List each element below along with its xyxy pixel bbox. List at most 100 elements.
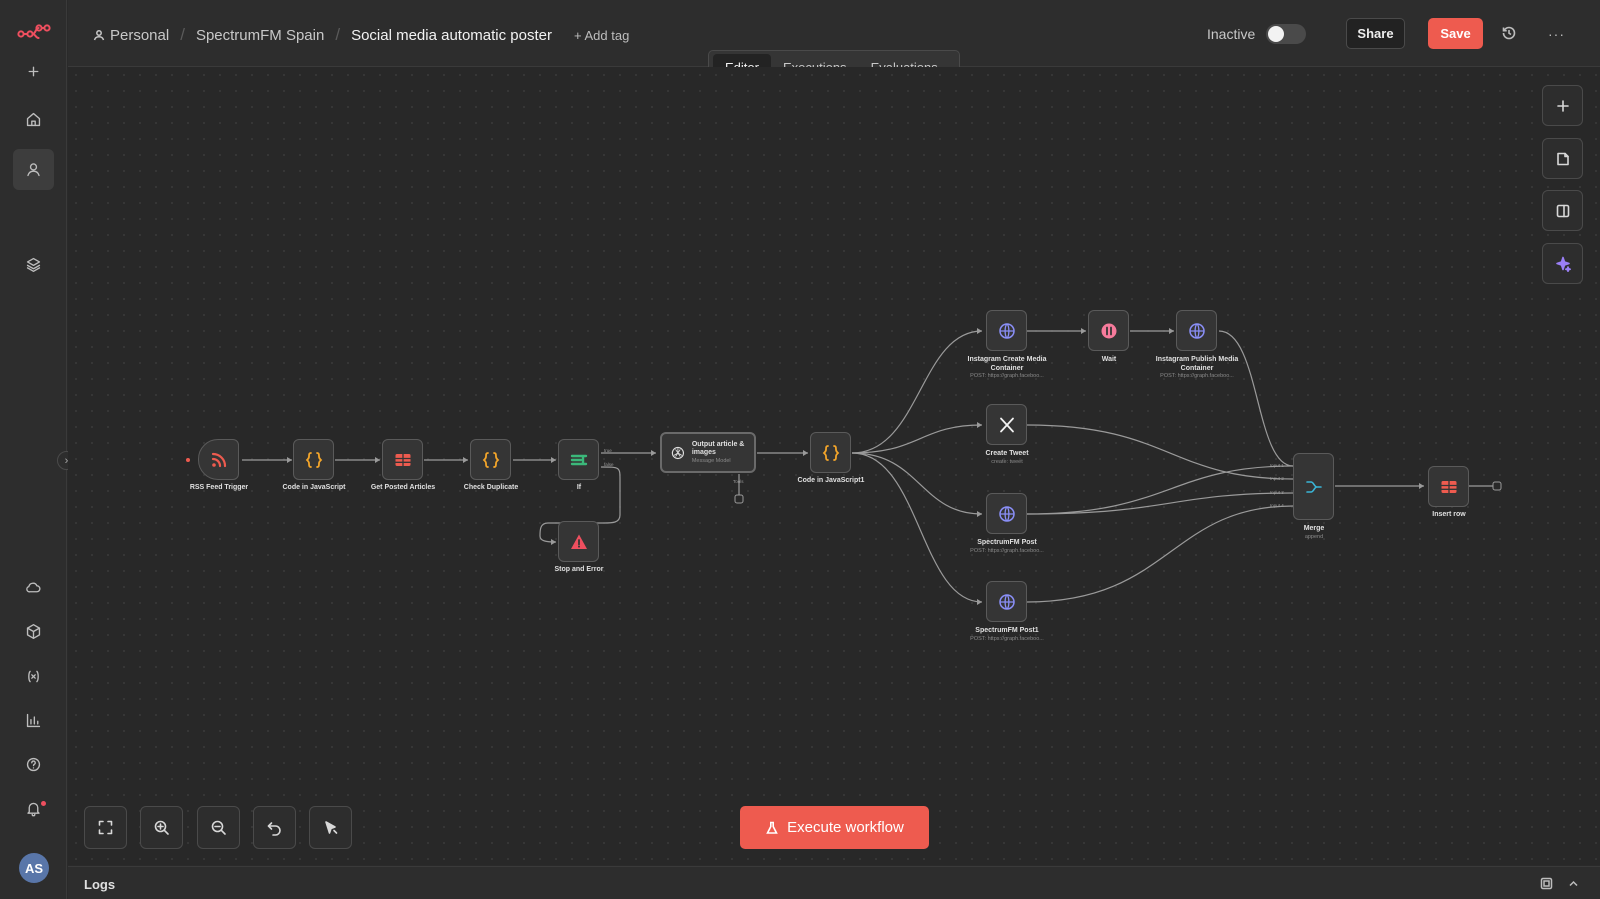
node-wait[interactable]: [1088, 310, 1129, 351]
logs-panel[interactable]: Logs: [68, 866, 1600, 899]
node-subtitle: POST: https://graph.faceboo...: [970, 373, 1044, 379]
table-icon: [395, 453, 410, 466]
help-icon[interactable]: [13, 744, 54, 785]
breadcrumb-owner[interactable]: Personal: [110, 26, 170, 44]
share-button[interactable]: Share: [1346, 18, 1405, 49]
flask-icon: [766, 821, 778, 834]
globe-icon: [998, 593, 1015, 610]
home-icon[interactable]: [13, 99, 54, 140]
globe-icon: [998, 505, 1015, 522]
bell-icon[interactable]: [13, 788, 54, 829]
table-icon: [1441, 480, 1456, 493]
merge-input-label: Input 2: [1270, 476, 1284, 481]
node-label: Instagram Publish Media Container: [1155, 356, 1239, 372]
left-sidebar: AS: [0, 0, 67, 899]
node-merge[interactable]: [1293, 453, 1334, 520]
zoom-in-button[interactable]: [140, 806, 183, 849]
rss-icon: [211, 452, 226, 467]
node-if[interactable]: [558, 439, 599, 480]
cloud-icon[interactable]: [13, 567, 54, 608]
node-code-in-javascript1[interactable]: [810, 432, 851, 473]
node-subtitle: append: [1304, 534, 1324, 540]
fit-view-button[interactable]: [84, 806, 127, 849]
node-label: SpectrumFM Post1: [975, 627, 1039, 634]
code-braces-icon: [822, 444, 839, 461]
active-toggle[interactable]: [1266, 24, 1306, 44]
code-braces-icon: [305, 451, 322, 468]
node-spectrumfm-post1[interactable]: [986, 581, 1027, 622]
globe-icon: [1188, 322, 1205, 339]
workflow-title[interactable]: Social media automatic poster: [351, 26, 552, 44]
merge-input-label: Input 1: [1270, 463, 1284, 468]
node-code-in-javascript[interactable]: [293, 439, 334, 480]
add-tag-button[interactable]: + Add tag: [574, 27, 630, 43]
merge-input-label: Input 4: [1270, 503, 1284, 508]
merge-input-label: Input 3: [1270, 490, 1284, 495]
save-button[interactable]: Save: [1428, 18, 1483, 49]
node-label: If: [576, 484, 582, 491]
node-rss-feed-trigger[interactable]: [198, 439, 239, 480]
add-icon[interactable]: [13, 51, 54, 92]
node-label: Check Duplicate: [463, 484, 519, 491]
n8n-logo-icon[interactable]: [13, 10, 54, 51]
notification-badge: [41, 801, 46, 806]
node-label: Insert row: [1432, 511, 1466, 518]
code-braces-icon: [482, 451, 499, 468]
x-logo-icon: [999, 417, 1014, 432]
port-label-true: true: [604, 448, 612, 453]
variables-icon[interactable]: [13, 656, 54, 697]
layers-icon[interactable]: [13, 244, 54, 285]
history-icon[interactable]: [1501, 25, 1517, 41]
node-title: Output article & images: [691, 440, 745, 456]
node-instagram-create-media[interactable]: [986, 310, 1027, 351]
node-instagram-publish-media[interactable]: [1176, 310, 1217, 351]
node-get-posted-articles[interactable]: [382, 439, 423, 480]
panel-toggle-button[interactable]: [1542, 190, 1583, 231]
breadcrumb-project[interactable]: SpectrumFM Spain: [195, 26, 325, 44]
undo-button[interactable]: [253, 806, 296, 849]
zoom-out-button[interactable]: [197, 806, 240, 849]
node-label: RSS Feed Trigger: [189, 484, 249, 491]
user-icon[interactable]: [13, 149, 54, 190]
node-spectrumfm-post[interactable]: [986, 493, 1027, 534]
node-create-tweet[interactable]: [986, 404, 1027, 445]
toggle-knob: [1268, 26, 1284, 42]
node-check-duplicate[interactable]: [470, 439, 511, 480]
person-icon: [93, 30, 105, 41]
node-subtitle: POST: https://graph.faceboo...: [970, 636, 1044, 642]
breadcrumb-separator: /: [180, 25, 185, 44]
node-output-article-images[interactable]: Output article & images Message Model: [660, 432, 756, 473]
node-label: Merge: [1303, 525, 1325, 532]
chevron-up-icon[interactable]: [1567, 877, 1580, 890]
node-label: Wait: [1101, 356, 1117, 363]
node-stop-and-error[interactable]: [558, 521, 599, 562]
node-label: Code in JavaScript: [282, 484, 346, 491]
node-subtitle: POST: https://graph.faceboo...: [970, 548, 1044, 554]
node-label: Code in JavaScript1: [797, 477, 865, 484]
node-label: SpectrumFM Post: [977, 539, 1037, 546]
execute-workflow-button[interactable]: Execute workflow: [740, 806, 929, 849]
pop-out-icon[interactable]: [1540, 877, 1553, 890]
warning-icon: [570, 534, 587, 549]
node-insert-row[interactable]: [1428, 466, 1469, 507]
breadcrumb-separator: /: [335, 25, 341, 44]
tidy-up-button[interactable]: [309, 806, 352, 849]
openai-icon: [671, 446, 685, 459]
node-subtitle: Message Model: [691, 457, 731, 464]
node-label: Stop and Error: [554, 566, 604, 573]
sticky-note-button[interactable]: [1542, 138, 1583, 179]
more-options-icon[interactable]: ···: [1548, 26, 1565, 42]
status-label: Inactive: [1207, 26, 1256, 42]
ai-assistant-button[interactable]: [1542, 243, 1583, 284]
port-label-tools: Tools: [733, 479, 744, 484]
node-label: Instagram Create Media Container: [967, 356, 1047, 372]
globe-icon: [998, 322, 1015, 339]
avatar[interactable]: AS: [19, 853, 49, 883]
if-branch-icon: [570, 454, 587, 465]
merge-icon: [1305, 480, 1322, 493]
add-node-button[interactable]: [1542, 85, 1583, 126]
chart-icon[interactable]: [13, 700, 54, 741]
node-label: Create Tweet: [985, 450, 1029, 457]
package-icon[interactable]: [13, 611, 54, 652]
